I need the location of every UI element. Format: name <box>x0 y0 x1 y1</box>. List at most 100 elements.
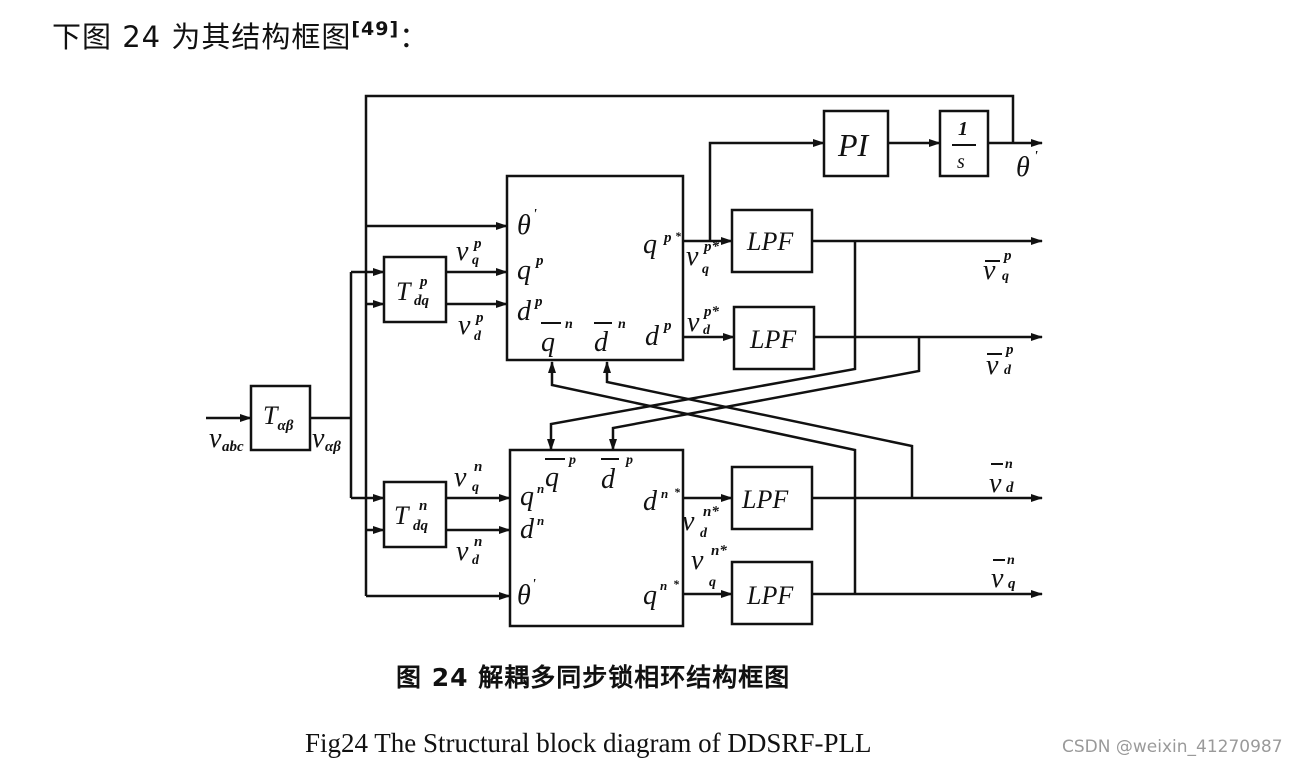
svg-text:d: d <box>472 553 480 568</box>
label-v-q-n: v n q <box>454 459 482 495</box>
label-v-alpha-beta: v αβ <box>312 423 341 455</box>
figure-caption-chinese: 图 24 解耦多同步锁相环结构框图 <box>396 663 791 692</box>
svg-text:q: q <box>520 481 534 512</box>
svg-text:T: T <box>396 277 412 306</box>
svg-text:': ' <box>533 207 537 222</box>
label-theta-out: θ ' <box>1016 149 1038 183</box>
svg-text:v: v <box>989 468 1002 499</box>
svg-text:T: T <box>394 501 410 530</box>
svg-text:q: q <box>702 262 709 277</box>
svg-text:d: d <box>474 329 482 344</box>
svg-text:d: d <box>643 486 658 517</box>
svg-text:v: v <box>454 462 467 493</box>
svg-text:p: p <box>568 453 576 468</box>
label-v-abc: v abc <box>209 423 244 455</box>
svg-text:p: p <box>1002 248 1012 264</box>
figure-caption-english: Fig24 The Structural block diagram of DD… <box>305 728 872 758</box>
label-v-d-p: v p d <box>458 310 484 344</box>
block-integrator: 1 s <box>938 109 990 178</box>
svg-text:p: p <box>472 236 482 252</box>
svg-text:n: n <box>474 534 482 550</box>
label-vbar-d-n: v n d <box>989 457 1014 499</box>
intro-suffix: ： <box>399 20 430 54</box>
label-vbar-q-p: v p q <box>983 248 1012 286</box>
svg-text:q: q <box>1002 269 1009 284</box>
block-t-dq-p: T p dq <box>382 255 448 324</box>
signal-labels: v abc v αβ v p q v p d v n q v n d v p <box>209 149 1038 594</box>
wire-cross-dn-to-p <box>603 361 914 498</box>
svg-text:θ: θ <box>517 580 531 611</box>
svg-text:d: d <box>1004 363 1012 378</box>
svg-text:*: * <box>675 229 682 243</box>
block-pi: PI <box>822 109 890 178</box>
block-t-dq-n: T n dq <box>382 480 448 549</box>
svg-text:n: n <box>537 481 544 496</box>
svg-text:d: d <box>594 327 609 358</box>
label-v-q-n-star: v n* q <box>691 543 727 590</box>
citation-ref: [49] <box>351 18 400 40</box>
block-lpf-q-p: LPF <box>730 208 814 274</box>
svg-text:n: n <box>565 317 573 332</box>
svg-text:': ' <box>1034 149 1038 164</box>
svg-text:n: n <box>1007 553 1015 568</box>
wires <box>206 94 1043 600</box>
block-decoupling-n: q n d n θ ' q p d p d n * q n * <box>508 448 685 628</box>
svg-text:v: v <box>687 307 700 338</box>
svg-text:Tαβ: Tαβ <box>263 401 294 434</box>
svg-text:n: n <box>474 459 482 475</box>
block-lpf-d-n: LPF <box>730 465 814 531</box>
label-v-d-n-star: v n* d <box>682 504 719 541</box>
svg-text:p*: p* <box>702 304 720 320</box>
svg-text:LPF: LPF <box>746 227 794 256</box>
label-v-q-p: v p q <box>456 236 482 268</box>
label-v-q-p-star: v p* q <box>686 239 720 277</box>
svg-text:p: p <box>662 318 672 334</box>
block-decoupling-p: θ ' q p d p q n d n q p * d p <box>505 174 685 362</box>
csdn-watermark: CSDN @weixin_41270987 <box>1062 737 1283 757</box>
svg-text:q: q <box>472 480 479 495</box>
svg-text:v: v <box>458 310 471 341</box>
wire-cross-qp-to-n <box>547 241 857 451</box>
svg-text:p: p <box>534 253 544 269</box>
block-lpf-q-n: LPF <box>730 560 814 626</box>
svg-text:n: n <box>661 486 668 501</box>
svg-text:q: q <box>472 253 479 268</box>
svg-text:q: q <box>1008 576 1016 592</box>
svg-text:1: 1 <box>958 118 968 140</box>
svg-text:LPF: LPF <box>741 485 789 514</box>
svg-text:n*: n* <box>711 543 727 559</box>
svg-text:p: p <box>1004 342 1014 358</box>
svg-text:p: p <box>662 230 672 246</box>
svg-text:p: p <box>533 294 543 310</box>
svg-text:v: v <box>312 423 325 454</box>
svg-text:PI: PI <box>837 127 870 163</box>
svg-text:n: n <box>618 317 626 332</box>
label-v-d-p-star: v p* d <box>687 304 720 338</box>
intro-text-body: 下图 24 为其结构框图 <box>52 20 352 54</box>
svg-text:αβ: αβ <box>325 439 341 455</box>
svg-text:*: * <box>673 577 680 591</box>
svg-text:v: v <box>986 350 999 381</box>
svg-text:abc: abc <box>222 439 244 455</box>
svg-text:n: n <box>537 513 544 528</box>
svg-text:v: v <box>691 545 704 576</box>
svg-text:n: n <box>419 498 427 514</box>
svg-text:n: n <box>1005 457 1013 472</box>
svg-text:q: q <box>643 229 657 260</box>
svg-text:v: v <box>983 255 996 286</box>
svg-text:d: d <box>700 526 708 541</box>
svg-text:d: d <box>601 464 616 495</box>
svg-text:n*: n* <box>703 504 719 520</box>
label-v-d-n: v n d <box>456 534 482 568</box>
label-vbar-d-p: v p d <box>986 342 1014 381</box>
svg-text:dq: dq <box>413 518 429 534</box>
svg-text:p: p <box>418 274 428 290</box>
svg-text:p: p <box>625 453 633 468</box>
svg-text:*: * <box>674 485 681 499</box>
svg-text:dq: dq <box>414 293 430 309</box>
wire-cross-qn-to-p <box>548 361 857 594</box>
svg-text:q: q <box>545 462 559 493</box>
svg-text:q: q <box>643 580 657 611</box>
svg-text:s: s <box>957 151 965 173</box>
